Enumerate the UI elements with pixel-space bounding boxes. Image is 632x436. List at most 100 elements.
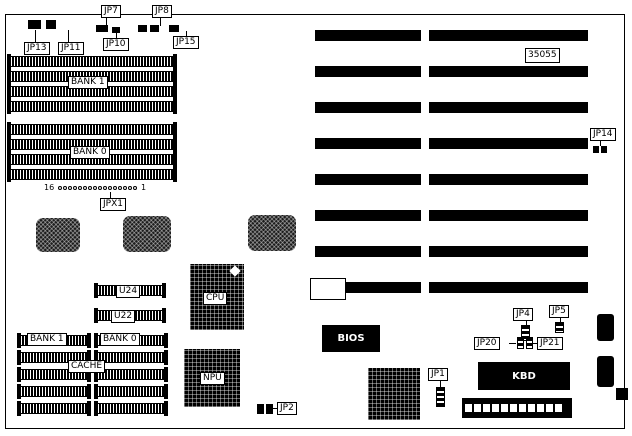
jumper-block [150,25,159,32]
jp5-label: JP5 [549,305,569,318]
isa-slot-segment [315,138,421,149]
isa-slot-segment [315,246,421,257]
cache-chip-row [17,401,91,416]
jumper-block [112,27,120,33]
isa-slot-segment [315,282,421,293]
edge-connector [597,314,614,341]
leader-line [160,18,161,26]
jumper-block [46,20,56,29]
pin [88,186,92,190]
jp10-label: JP10 [103,38,129,51]
cache-chip-row [94,384,168,399]
cache-chip-row [94,367,168,382]
bios-chip: BIOS [322,325,380,352]
jpx1-pin-header [58,186,137,190]
pin [98,186,102,190]
isa-slot-segment [315,30,421,41]
jp13-label: JP13 [24,42,50,55]
pin [93,186,97,190]
edge-connector [597,356,614,387]
isa-slot-segment [315,102,421,113]
cache-label: CACHE [68,360,106,373]
jp11-label: JP11 [58,42,84,55]
bank0-cache-label: BANK 0 [100,333,140,346]
jumper-block [526,337,533,349]
jumper-block [266,404,273,414]
jumper-block [521,325,530,341]
leader-line [110,192,111,199]
simm-socket [7,122,177,137]
pin [118,186,122,190]
pin [103,186,107,190]
jumper-block [28,20,41,29]
connector-pin [519,404,526,412]
jumper-block [138,25,147,32]
pin [63,186,67,190]
leader-line [533,343,537,344]
ic-chip [248,215,296,251]
connector-pin [537,404,544,412]
leader-line [526,321,527,325]
jumper-block [169,25,179,32]
oscillator-outline [310,278,346,300]
board-outline [5,14,625,429]
jp1-label: JP1 [428,368,448,381]
cpu-label: CPU [203,292,228,305]
isa-slot-segment [429,210,588,221]
isa-slot-segment [315,210,421,221]
isa-slot-segment [429,66,588,77]
cache-chip-row [17,350,91,365]
isa-slot-segment [429,30,588,41]
pin [58,186,62,190]
jp7-label: JP7 [101,5,121,18]
simm-socket [7,54,177,69]
u22-label: U22 [111,310,136,323]
isa-slot-segment [429,246,588,257]
jumper-block [601,146,607,153]
keyboard-connector [462,398,572,418]
jumper-block [257,404,264,414]
leader-line [509,343,516,344]
pin [123,186,127,190]
part-number-label: 35055 [525,48,560,63]
pin [78,186,82,190]
cache-chip-row [17,367,91,382]
leader-line [600,141,601,146]
cache-chip-row [94,401,168,416]
kbd-controller: KBD [478,362,570,390]
bank1-cache-label: BANK 1 [27,333,67,346]
cache-chip-row [94,350,168,365]
leader-line [440,381,441,387]
connector-pin [510,404,517,412]
jpx1-pin16-label: 16 [44,183,55,192]
isa-slot-segment [315,66,421,77]
leader-line [116,33,117,39]
jumper-block [96,25,108,32]
jumper-block [436,387,445,407]
jumper-block [593,146,599,153]
isa-slot-segment [429,102,588,113]
pin [83,186,87,190]
isa-slot-segment [429,174,588,185]
jumper-block [555,322,564,333]
jumper-block [517,337,524,349]
pin [113,186,117,190]
u24-label: U24 [116,285,141,298]
bank1-simm-label: BANK 1 [68,76,108,89]
leader-line [68,30,69,42]
connector-pin [492,404,499,412]
jpx1-label: JPX1 [100,198,126,211]
leader-line [273,408,277,409]
connector-pin [465,404,472,412]
connector-pin [474,404,481,412]
pin [68,186,72,190]
leader-line [35,30,36,42]
jp8-label: JP8 [152,5,172,18]
jp4-label: JP4 [513,308,533,321]
simm-socket [7,99,177,114]
connector-pin [555,404,562,412]
connector-pin [501,404,508,412]
connector-pin [528,404,535,412]
jp2-label: JP2 [277,402,297,415]
connector-pin [546,404,553,412]
